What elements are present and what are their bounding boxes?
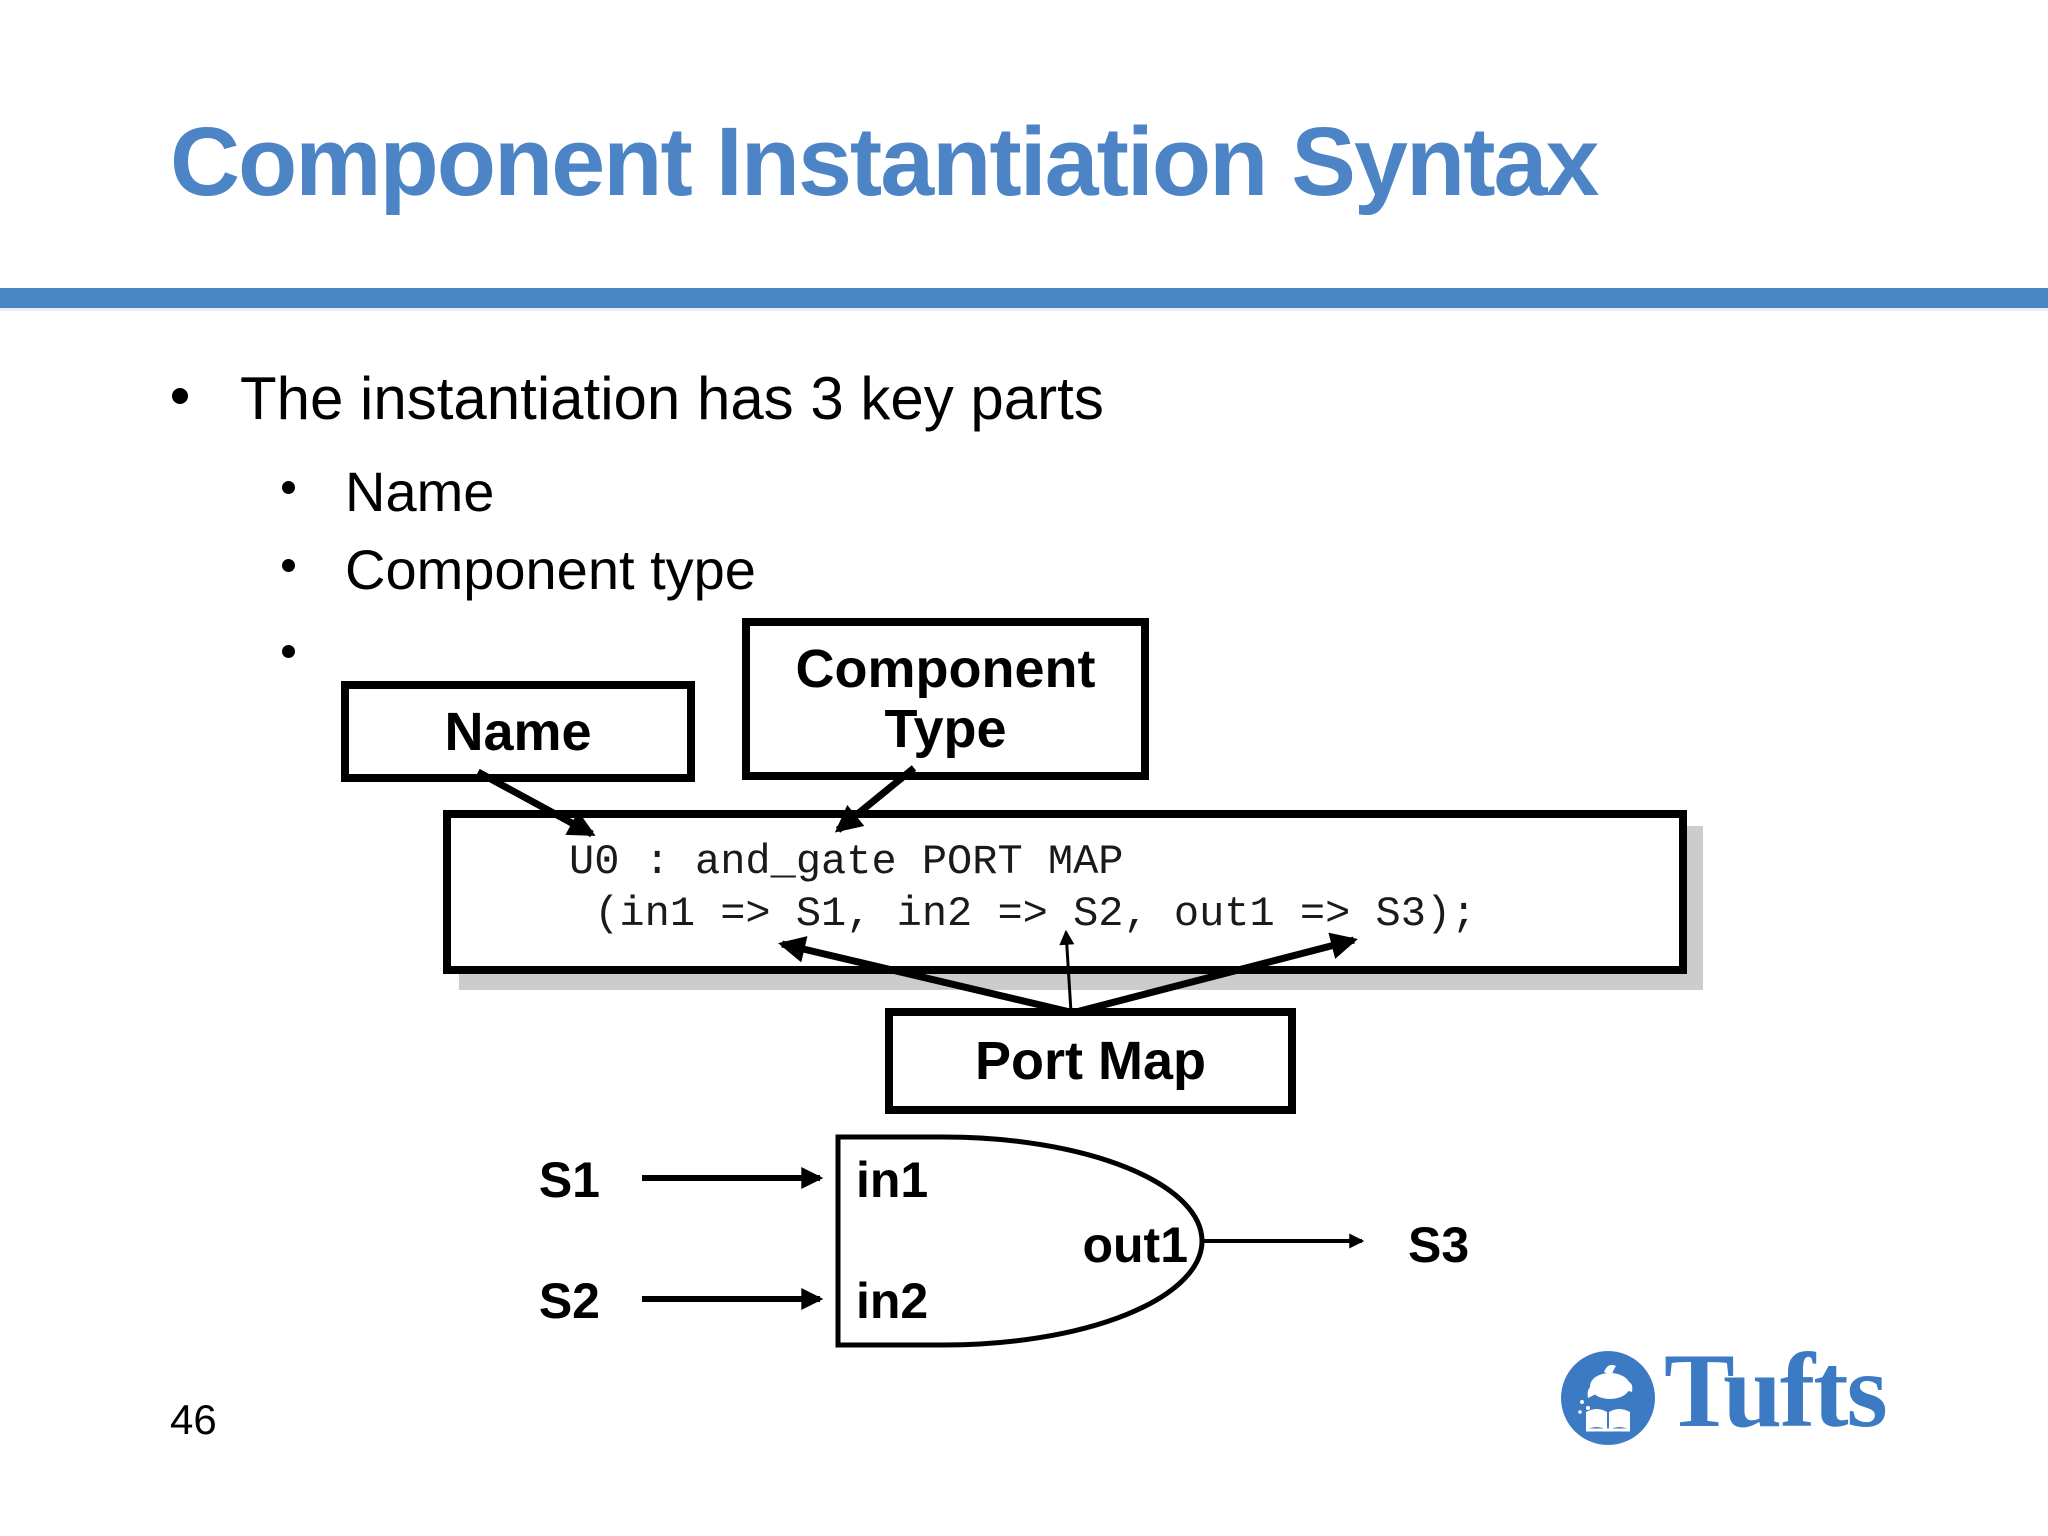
component-type-label-line2: Type <box>884 699 1007 759</box>
bullet-dot-empty <box>282 645 295 658</box>
sub-bullet-name: Name <box>345 460 495 523</box>
sub-bullet-component-type: Component type <box>345 538 756 601</box>
bullet-main: The instantiation has 3 key parts <box>240 365 1104 432</box>
port-in1-label: in1 <box>856 1152 929 1208</box>
bullet-dot <box>172 388 188 404</box>
component-type-box: Component Type <box>742 618 1149 780</box>
code-box: U0 : and_gate PORT MAP (in1 => S1, in2 =… <box>443 810 1687 974</box>
title-underline <box>0 288 2048 311</box>
page-number: 46 <box>170 1396 217 1443</box>
code-line-1: U0 : and_gate PORT MAP <box>569 838 1124 886</box>
signal-s1-label: S1 <box>538 1152 600 1208</box>
tufts-wordmark: Tufts <box>1664 1332 1888 1449</box>
name-box: Name <box>341 681 695 782</box>
port-in2-label: in2 <box>856 1273 929 1329</box>
signal-s2-label: S2 <box>538 1273 600 1329</box>
bullet-dot <box>282 481 295 494</box>
component-type-label-line1: Component <box>795 639 1096 699</box>
page-title: Component Instantiation Syntax <box>170 107 1599 216</box>
name-box-label: Name <box>444 701 592 762</box>
port-map-box: Port Map <box>885 1008 1296 1114</box>
signal-s3-label: S3 <box>1408 1217 1470 1273</box>
tufts-logo: Tufts <box>1560 1332 1930 1452</box>
tufts-seal-icon <box>1561 1351 1655 1445</box>
port-map-label: Port Map <box>974 1031 1206 1091</box>
port-out1-label: out1 <box>1082 1217 1188 1273</box>
code-line-2: (in1 => S1, in2 => S2, out1 => S3); <box>569 890 1477 938</box>
bullet-dot <box>282 559 295 572</box>
